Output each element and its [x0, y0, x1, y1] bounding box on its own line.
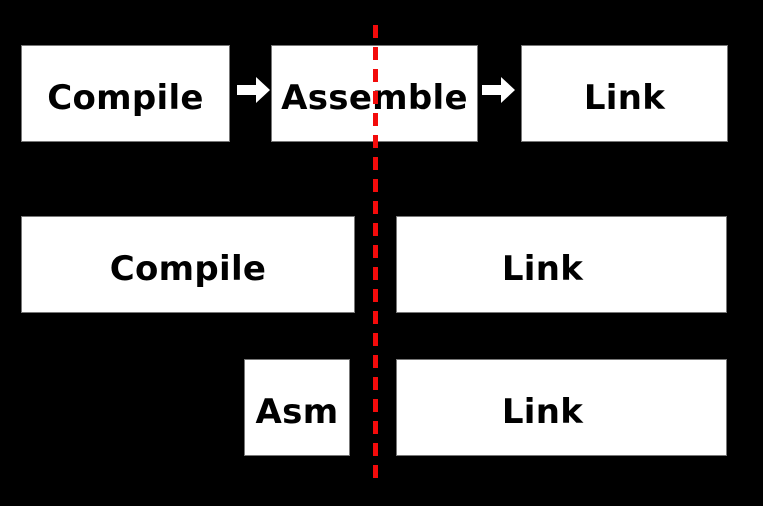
box-label-compile-top: Compile: [47, 77, 204, 118]
right-arrow-icon: [482, 77, 515, 103]
box-link-bottom: Link: [396, 359, 727, 456]
box-label-link-middle: Link: [501, 248, 584, 289]
box-link-middle: Link: [396, 216, 727, 313]
box-compile-top: Compile: [21, 45, 230, 142]
right-arrow-icon: [237, 77, 270, 103]
box-asm-bottom: Asm: [244, 359, 350, 456]
box-label-link-top: Link: [583, 77, 666, 118]
box-label-asm-bottom: Asm: [255, 391, 339, 432]
box-label-link-bottom: Link: [501, 391, 584, 432]
box-label-compile-middle: Compile: [109, 248, 267, 289]
box-link-top: Link: [521, 45, 728, 142]
box-compile-middle: Compile: [21, 216, 355, 313]
red-dashed-divider-line: [373, 25, 378, 480]
